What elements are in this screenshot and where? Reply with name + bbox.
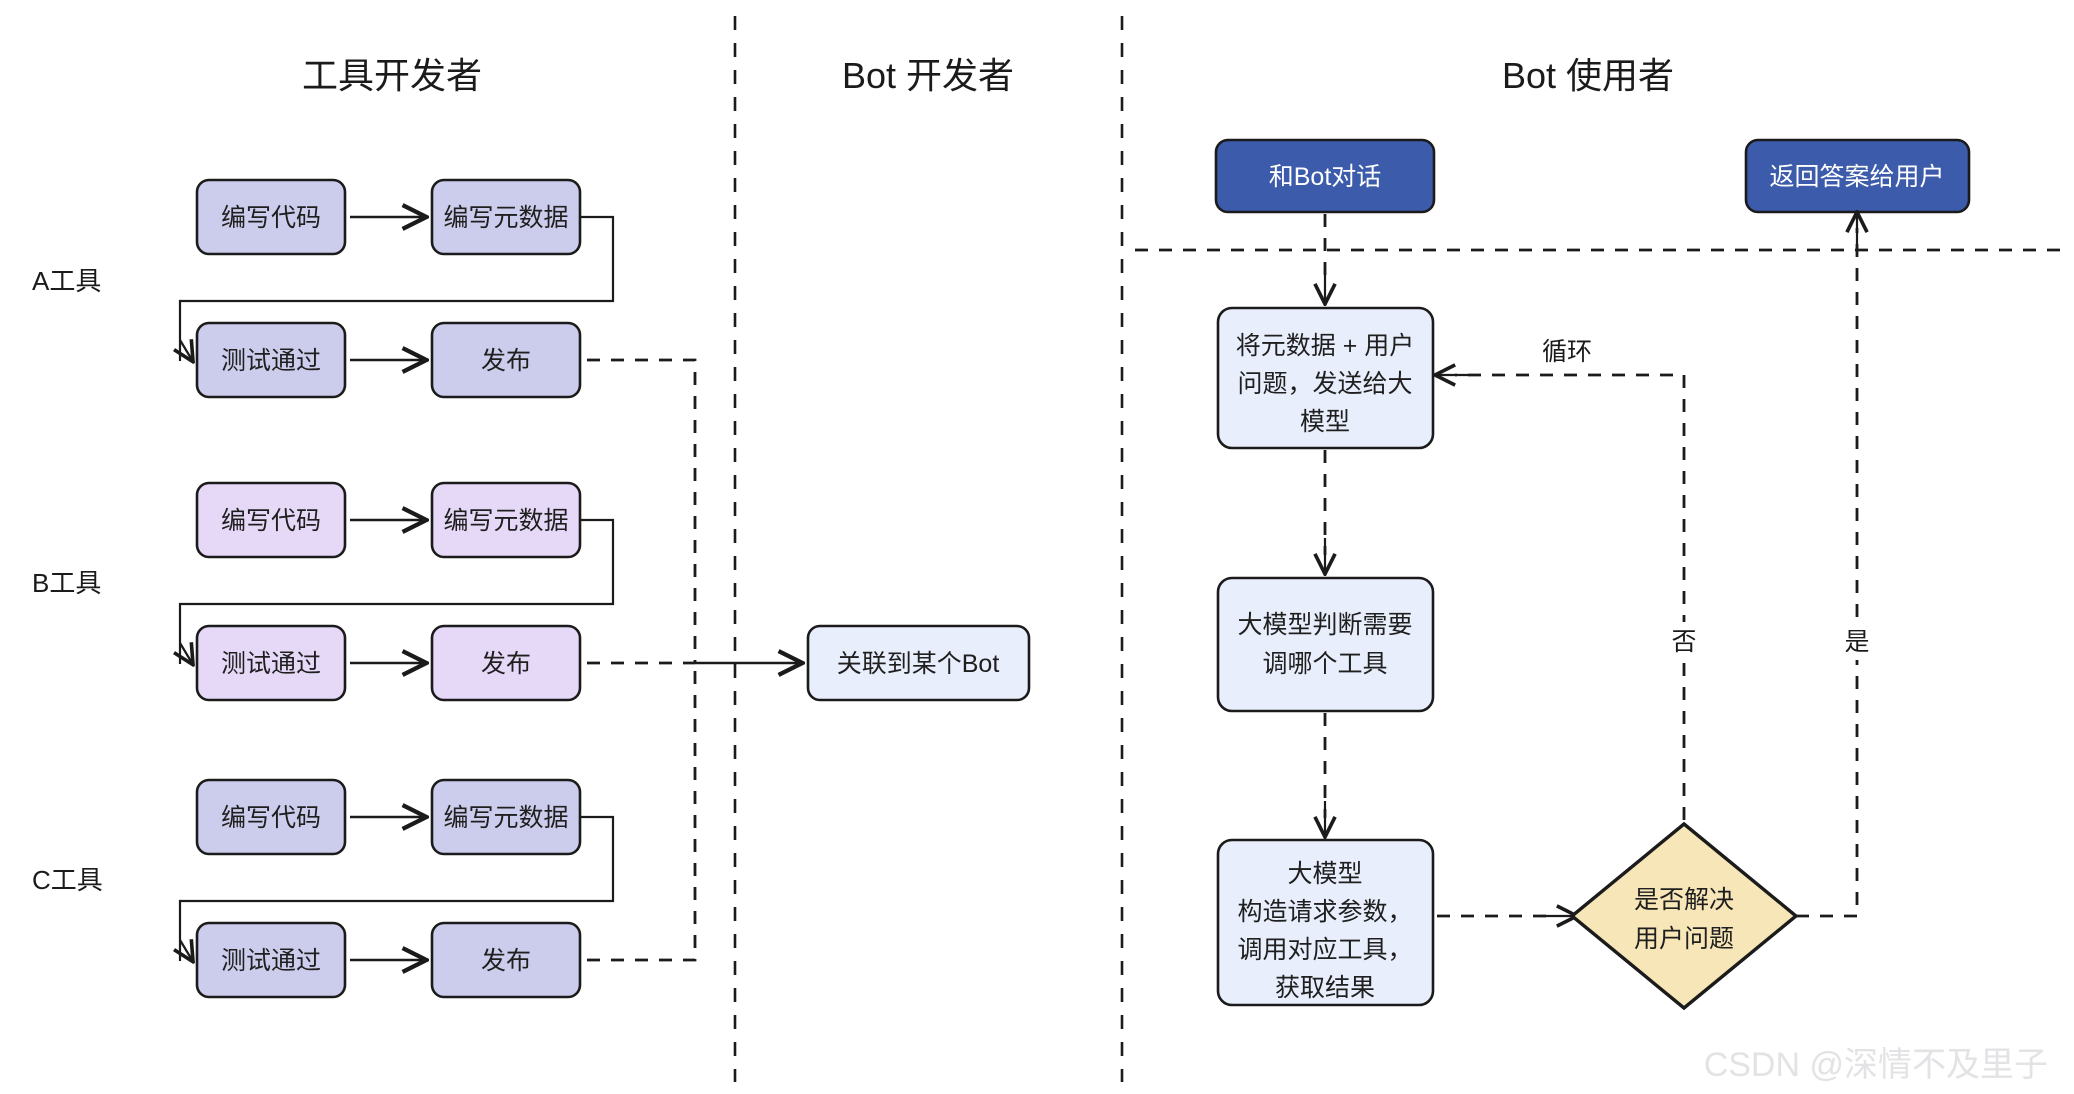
node-a-test-passed-label: 测试通过: [221, 347, 321, 375]
node-send-to-llm-line-3: 模型: [1300, 408, 1350, 436]
node-chat-with-bot-label: 和Bot对话: [1269, 163, 1382, 191]
node-a-publish-label: 发布: [481, 347, 531, 375]
node-c-publish-label: 发布: [481, 947, 531, 975]
node-llm-pick-tool-line-1: 大模型判断需要: [1237, 611, 1412, 639]
node-c-write-code-shape[interactable]: [195, 778, 347, 856]
node-llm-invoke-tool-shape[interactable]: [1216, 838, 1435, 1007]
tool-row-label-c: C工具: [32, 865, 103, 895]
node-llm-pick-tool-line-2: 调哪个工具: [1262, 650, 1387, 678]
node-llm-invoke-tool-line-4: 获取结果: [1275, 974, 1375, 1002]
node-b-test-passed-shape[interactable]: [195, 624, 347, 702]
node-c-write-code-label: 编写代码: [221, 804, 321, 832]
edge-c-meta-to-test-elbow: [178, 815, 615, 961]
node-associate-bot-label: 关联到某个Bot: [837, 650, 1000, 678]
node-c-write-metadata[interactable]: 编写元数据: [430, 778, 582, 856]
edge-a-meta-to-test-elbow: [178, 215, 615, 361]
node-llm-invoke-tool-line-1: 大模型: [1287, 860, 1362, 888]
node-a-test-passed[interactable]: 测试通过: [195, 321, 347, 399]
node-b-test-passed[interactable]: 测试通过: [195, 624, 347, 702]
watermark-text: CSDN @深情不及里子: [1704, 1046, 2048, 1084]
node-b-publish-label: 发布: [481, 650, 531, 678]
edge-label-loop: 循环: [1542, 338, 1592, 366]
swimlane-title-bot-user: Bot 使用者: [1502, 55, 1674, 96]
node-b-write-metadata-label: 编写元数据: [443, 507, 568, 535]
node-a-publish-shape[interactable]: [430, 321, 582, 399]
node-a-write-metadata[interactable]: 编写元数据: [430, 178, 582, 256]
node-b-test-passed-label: 测试通过: [221, 650, 321, 678]
edge-label-no-backing: [1662, 622, 1707, 660]
node-llm-invoke-tool-line-2: 构造请求参数，: [1237, 898, 1412, 926]
node-llm-pick-tool-shape[interactable]: [1216, 576, 1435, 713]
edge-yes-to-return: [1796, 228, 1859, 918]
node-c-write-code[interactable]: 编写代码: [195, 778, 347, 856]
node-decision-resolved-shape[interactable]: [1569, 821, 1799, 1011]
edge-publish-c-to-bus: [587, 663, 697, 962]
node-c-publish-shape[interactable]: [430, 921, 582, 999]
node-decision-resolved-line-2: 用户问题: [1634, 925, 1734, 953]
node-send-to-llm-line-1: 将元数据 + 用户: [1236, 332, 1415, 360]
edge-b-test-arrowhead: [180, 643, 192, 663]
edge-label-yes-backing: [1835, 622, 1880, 660]
node-decision-resolved-line-1: 是否解决: [1634, 886, 1734, 914]
node-associate-bot-shape[interactable]: [806, 624, 1031, 702]
edge-a-test-arrowhead: [180, 340, 192, 360]
edge-b-meta-to-test-elbow: [178, 518, 615, 664]
swimlane-title-bot-developer: Bot 开发者: [842, 55, 1014, 96]
node-llm-invoke-tool-line-3: 调用对应工具，: [1237, 936, 1412, 964]
node-c-test-passed[interactable]: 测试通过: [195, 921, 347, 999]
edge-label-yes: 是: [1844, 628, 1869, 656]
node-a-write-code[interactable]: 编写代码: [195, 178, 347, 256]
node-chat-with-bot-shape[interactable]: [1214, 138, 1436, 214]
node-return-answer-label: 返回答案给用户: [1769, 163, 1944, 191]
tool-row-label-b: B工具: [32, 568, 101, 598]
node-associate-bot[interactable]: 关联到某个Bot: [806, 624, 1031, 702]
node-a-write-code-shape[interactable]: [195, 178, 347, 256]
node-a-test-passed-shape[interactable]: [195, 321, 347, 399]
node-send-to-llm-line-2: 问题，发送给大: [1237, 370, 1412, 398]
node-chat-with-bot[interactable]: 和Bot对话: [1214, 138, 1436, 214]
node-a-publish[interactable]: 发布: [430, 321, 582, 399]
edge-c-test-arrowhead: [180, 940, 192, 960]
edge-loop-back: [1455, 373, 1686, 916]
node-b-write-code-label: 编写代码: [221, 507, 321, 535]
edge-publish-a-to-bus: [587, 358, 697, 663]
node-a-write-metadata-label: 编写元数据: [443, 204, 568, 232]
node-llm-pick-tool[interactable]: 大模型判断需要 调哪个工具: [1216, 576, 1435, 713]
node-c-write-metadata-label: 编写元数据: [443, 804, 568, 832]
node-b-publish[interactable]: 发布: [430, 624, 582, 702]
node-c-test-passed-label: 测试通过: [221, 947, 321, 975]
node-b-write-metadata[interactable]: 编写元数据: [430, 481, 582, 559]
node-llm-invoke-tool[interactable]: 大模型 构造请求参数， 调用对应工具， 获取结果: [1216, 838, 1435, 1007]
node-b-write-code-shape[interactable]: [195, 481, 347, 559]
node-b-publish-shape[interactable]: [430, 624, 582, 702]
node-a-write-code-label: 编写代码: [221, 204, 321, 232]
swimlane-title-tool-developer: 工具开发者: [302, 55, 482, 96]
node-send-to-llm[interactable]: 将元数据 + 用户 问题，发送给大 模型: [1216, 306, 1435, 450]
tool-row-label-a: A工具: [32, 266, 101, 296]
edge-label-no-text: 否: [1671, 628, 1696, 656]
node-return-answer[interactable]: 返回答案给用户: [1744, 138, 1971, 214]
node-b-write-code[interactable]: 编写代码: [195, 481, 347, 559]
node-c-test-passed-shape[interactable]: [195, 921, 347, 999]
node-decision-resolved[interactable]: 是否解决 用户问题: [1569, 821, 1799, 1011]
node-c-publish[interactable]: 发布: [430, 921, 582, 999]
